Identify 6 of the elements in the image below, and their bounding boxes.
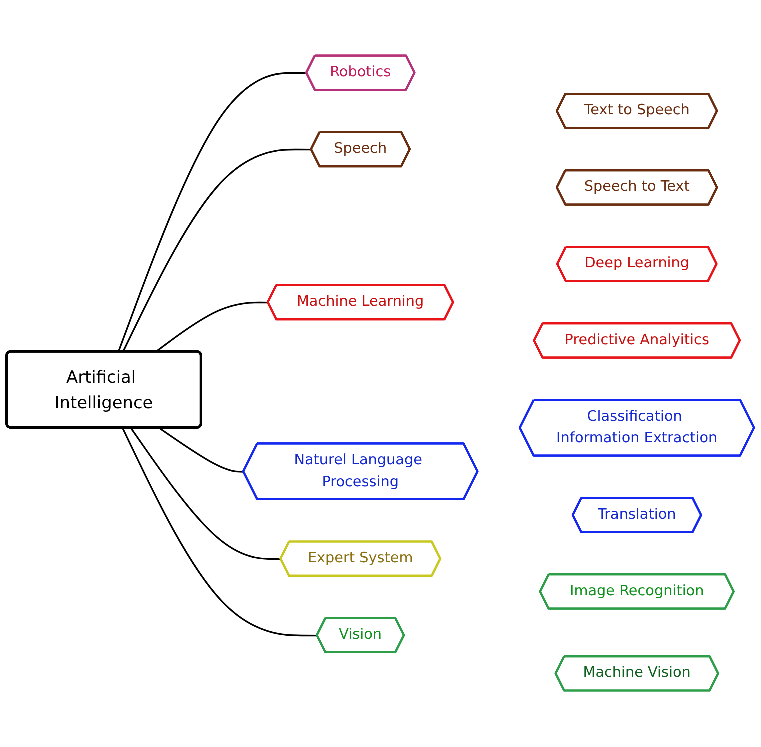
connector <box>118 72 307 353</box>
connector <box>122 149 312 353</box>
connector <box>122 428 318 637</box>
connector <box>155 302 268 353</box>
connector <box>158 428 244 474</box>
connector <box>130 428 282 560</box>
